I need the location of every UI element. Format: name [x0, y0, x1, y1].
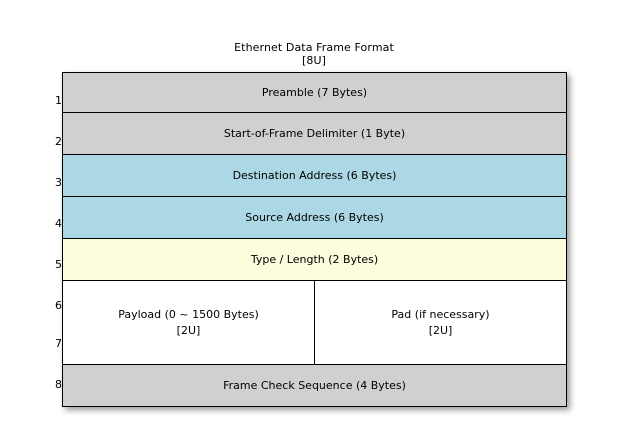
- frame-format-table: Preamble (7 Bytes) Start-of-Frame Delimi…: [61, 72, 568, 407]
- field-pad-label: Pad (if necessary): [391, 307, 490, 321]
- row-number-7: 7: [55, 337, 62, 350]
- field-start-of-frame-delimiter: Start-of-Frame Delimiter (1 Byte): [61, 112, 568, 155]
- field-payload-sublabel: [2U]: [176, 323, 201, 337]
- ethernet-frame-diagram: 1 2 3 4 5 6 7 8 Preamble (7 Bytes) Start…: [34, 72, 570, 407]
- field-type-length: Type / Length (2 Bytes): [61, 238, 568, 281]
- field-pad-sublabel: [2U]: [428, 323, 453, 337]
- field-source-address: Source Address (6 Bytes): [61, 196, 568, 239]
- field-destination-address: Destination Address (6 Bytes): [61, 154, 568, 197]
- table-row-frame-check-sequence: Frame Check Sequence (4 Bytes): [61, 364, 568, 407]
- table-row-type-length: Type / Length (2 Bytes): [61, 238, 568, 281]
- row-number-1: 1: [55, 94, 62, 107]
- row-number-6: 6: [55, 299, 62, 312]
- row-number-4: 4: [55, 217, 62, 230]
- field-preamble: Preamble (7 Bytes): [61, 72, 568, 113]
- page-title: Ethernet Data Frame Format: [234, 41, 394, 54]
- row-number-5: 5: [55, 258, 62, 271]
- table-row-sfd: Start-of-Frame Delimiter (1 Byte): [61, 112, 568, 155]
- field-payload-label: Payload (0 ~ 1500 Bytes): [118, 307, 259, 321]
- row-number-3: 3: [55, 176, 62, 189]
- page-title-annotation: [8U]: [301, 53, 327, 67]
- row-number-2: 2: [55, 135, 62, 148]
- table-row-preamble: Preamble (7 Bytes): [61, 72, 568, 113]
- table-row-payload-pad: Payload (0 ~ 1500 Bytes) [2U] Pad (if ne…: [62, 280, 568, 365]
- field-pad: Pad (if necessary) [2U]: [313, 280, 568, 365]
- row-number-8: 8: [55, 378, 62, 391]
- field-payload: Payload (0 ~ 1500 Bytes) [2U]: [62, 280, 315, 365]
- row-number-gutter: 1 2 3 4 5 6 7 8: [34, 72, 62, 402]
- diagram-title: Ethernet Data Frame Format [8U]: [0, 41, 628, 67]
- table-row-destination-address: Destination Address (6 Bytes): [61, 154, 568, 197]
- table-row-source-address: Source Address (6 Bytes): [61, 196, 568, 239]
- field-frame-check-sequence: Frame Check Sequence (4 Bytes): [61, 364, 568, 407]
